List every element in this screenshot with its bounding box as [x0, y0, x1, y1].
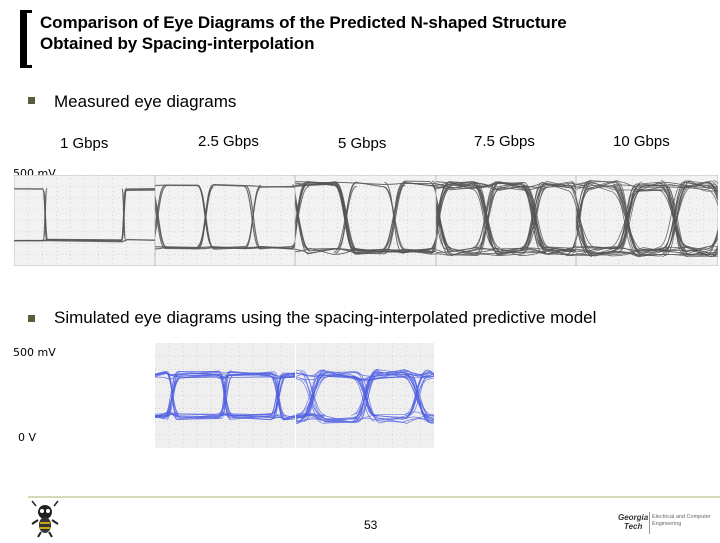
- rate-label-3: 5 Gbps: [338, 135, 387, 152]
- simulated-bottom-label: 0 V: [18, 431, 37, 444]
- slide-title: Comparison of Eye Diagrams of the Predic…: [40, 12, 567, 54]
- yellow-jacket-mascot-icon: [30, 500, 60, 538]
- simulated-eye-2: [296, 343, 434, 448]
- brand-text-tech: Tech: [624, 522, 643, 531]
- bullet-measured: [28, 97, 35, 104]
- bullet-simulated: [28, 315, 35, 322]
- georgia-tech-ece-logo-icon: Georgia Tech Electrical and Computer Eng…: [618, 512, 716, 534]
- rate-label-5: 10 Gbps: [613, 133, 670, 150]
- page-number: 53: [364, 518, 378, 532]
- brand-text-georgia: Georgia: [618, 513, 649, 522]
- rate-label-4: 7.5 Gbps: [474, 133, 535, 150]
- slide-title-line1: Comparison of Eye Diagrams of the Predic…: [40, 13, 567, 32]
- measured-heading: Measured eye diagrams: [54, 92, 237, 111]
- measured-eye-2-5gbps: [155, 175, 295, 266]
- measured-eye-5gbps: [295, 175, 436, 266]
- simulated-eye-1: [155, 343, 295, 448]
- title-bracket: [20, 10, 32, 68]
- measured-eye-7-5gbps: [436, 175, 576, 266]
- rate-label-1: 1 Gbps: [60, 135, 109, 152]
- rate-label-2: 2.5 Gbps: [198, 133, 259, 150]
- simulated-top-label: 500 mV: [13, 346, 56, 359]
- slide-title-line2: Obtained by Spacing-interpolation: [40, 34, 315, 53]
- measured-eye-10gbps: [576, 175, 718, 266]
- simulated-heading: Simulated eye diagrams using the spacing…: [54, 308, 597, 327]
- footer-divider: [28, 496, 720, 498]
- brand-text-dept: Electrical and Computer Engineering: [652, 514, 711, 527]
- measured-eye-1gbps: [14, 175, 155, 266]
